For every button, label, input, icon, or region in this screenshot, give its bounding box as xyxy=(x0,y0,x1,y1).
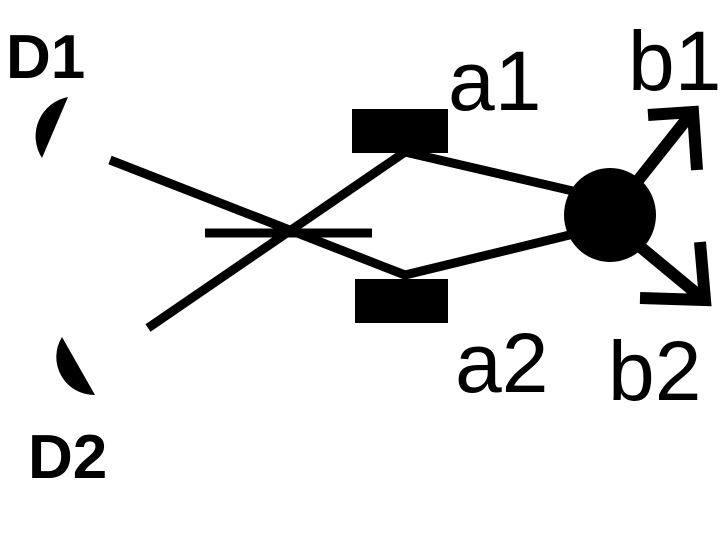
arrow-b2-icon xyxy=(628,235,712,307)
detector-d1-icon xyxy=(35,97,68,158)
arrow-b1-icon xyxy=(627,105,703,192)
label-a1: a1 xyxy=(448,34,541,128)
detector-d2-icon xyxy=(56,337,95,396)
label-d1: D1 xyxy=(6,23,85,92)
label-a2: a2 xyxy=(455,316,548,410)
label-b1: b1 xyxy=(628,14,720,108)
box-a2 xyxy=(355,279,448,323)
beam-path-1 xyxy=(108,155,592,280)
box-a1 xyxy=(352,109,448,153)
source-circle xyxy=(564,168,656,262)
label-d2: D2 xyxy=(28,423,107,492)
label-b2: b2 xyxy=(608,324,701,418)
